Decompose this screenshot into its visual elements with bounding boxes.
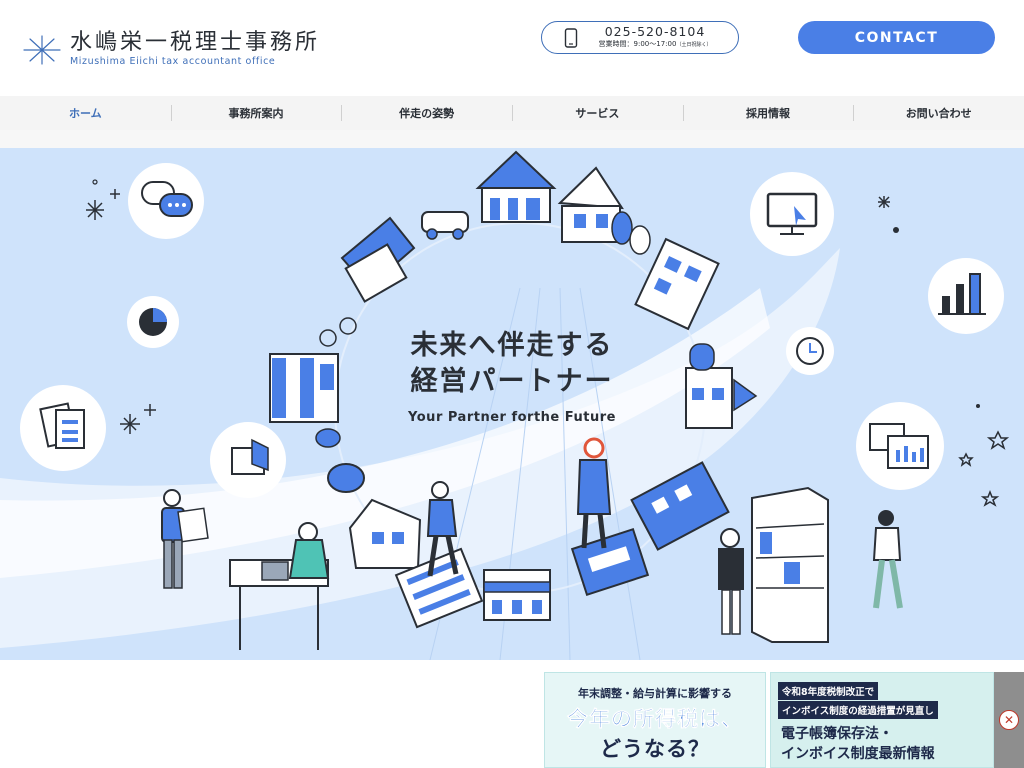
business-hours-text: 営業時間：9:00〜17:00	[598, 40, 677, 48]
contact-button[interactable]: CONTACT	[798, 21, 995, 54]
bicycle	[319, 317, 357, 347]
hero-title-line1: 未来へ伴走する	[410, 330, 614, 361]
banner2-line1: 令和8年度税制改正で	[778, 682, 879, 700]
person-with-bag	[576, 437, 612, 549]
phone-number: 025-520-8104	[604, 24, 706, 39]
chat-icon	[128, 163, 204, 239]
person-at-desk	[229, 522, 330, 650]
documents-icon	[20, 385, 106, 471]
bookshelf	[751, 486, 829, 643]
house-top	[475, 150, 557, 223]
banner1-bottom-text: どうなる？	[600, 737, 710, 761]
site-header: 水嶋栄一税理士事務所 Mizushima Eiichi tax accounta…	[0, 0, 1024, 96]
dashboard-icon	[856, 402, 944, 490]
pie-chart-icon	[127, 296, 179, 348]
phone-info[interactable]: 025-520-8104 営業時間：9:00〜17:00（土日祝除く）	[541, 21, 739, 54]
building-bottom	[483, 569, 551, 621]
logo-subtitle: Mizushima Eiichi tax accountant office	[70, 56, 276, 67]
banner2-line2: インボイス制度の経過措置が見直し	[778, 701, 938, 719]
folder-icon	[210, 422, 286, 498]
hero-title-line2: 経営パートナー	[410, 366, 614, 397]
hero-subtitle: Your Partner forthe Future	[408, 410, 616, 425]
income-tax-banner[interactable]: 年末調整・給与計算に影響する 今年の所得税は、 どうなる？	[544, 672, 766, 768]
hero-section: 未来へ伴走する 経営パートナー Your Partner forthe Futu…	[0, 148, 1024, 660]
house-right-bottom	[630, 461, 730, 551]
person-with-sign	[161, 489, 209, 589]
site-logo[interactable]: 水嶋栄一税理士事務所 Mizushima Eiichi tax accounta…	[22, 30, 320, 70]
banner1-main-text: 今年の所得税は、	[567, 707, 743, 732]
hero-illustration	[0, 150, 1010, 660]
business-hours: 営業時間：9:00〜17:00（土日祝除く）	[599, 39, 712, 50]
sparkles	[86, 189, 890, 434]
close-icon[interactable]: ✕	[999, 710, 1019, 730]
house-right-top	[557, 166, 624, 243]
phone-icon	[564, 27, 578, 48]
shop-bottom-right	[570, 528, 650, 596]
logo-title: 水嶋栄一税理士事務所	[70, 30, 321, 55]
logo-spark-icon	[23, 35, 61, 65]
nav-item-office[interactable]: 事務所案内	[170, 96, 342, 130]
monitor-cursor-icon	[750, 172, 834, 256]
building-right-mid	[685, 343, 758, 429]
shop-left	[269, 353, 339, 423]
banner2-line4: インボイス制度最新情報	[781, 746, 935, 762]
banner2-line3: 電子帳簿保存法・	[781, 726, 893, 742]
invoice-system-banner[interactable]: 令和8年度税制改正で インボイス制度の経過措置が見直し 電子帳簿保存法・ インボ…	[770, 672, 994, 768]
business-hours-note: （土日祝除く）	[676, 42, 712, 48]
hero-copy: 未来へ伴走する 経営パートナー Your Partner forthe Futu…	[342, 328, 682, 425]
house-left-top	[340, 216, 416, 303]
house-bottom-left	[348, 498, 422, 569]
nav-item-recruit[interactable]: 採用情報	[682, 96, 854, 130]
global-nav: ホーム 事務所案内 伴走の姿勢 サービス 採用情報 お問い合わせ	[0, 96, 1024, 130]
person-with-coffee	[872, 510, 903, 609]
small-car-left	[315, 428, 365, 493]
trees	[611, 211, 651, 255]
building-right	[634, 237, 720, 331]
nav-item-services[interactable]: サービス	[512, 96, 683, 130]
clock-icon	[786, 327, 834, 375]
bar-chart-icon	[928, 258, 1004, 334]
nav-item-home[interactable]: ホーム	[69, 107, 102, 120]
banner1-top-text: 年末調整・給与計算に影響する	[578, 687, 732, 700]
nav-divider-strip	[0, 130, 1024, 148]
nav-item-contact[interactable]: お問い合わせ	[853, 96, 1024, 130]
person-reading	[718, 528, 744, 635]
car-icon	[421, 211, 469, 240]
nav-item-approach[interactable]: 伴走の姿勢	[341, 96, 512, 130]
person-walking-center	[426, 481, 459, 577]
